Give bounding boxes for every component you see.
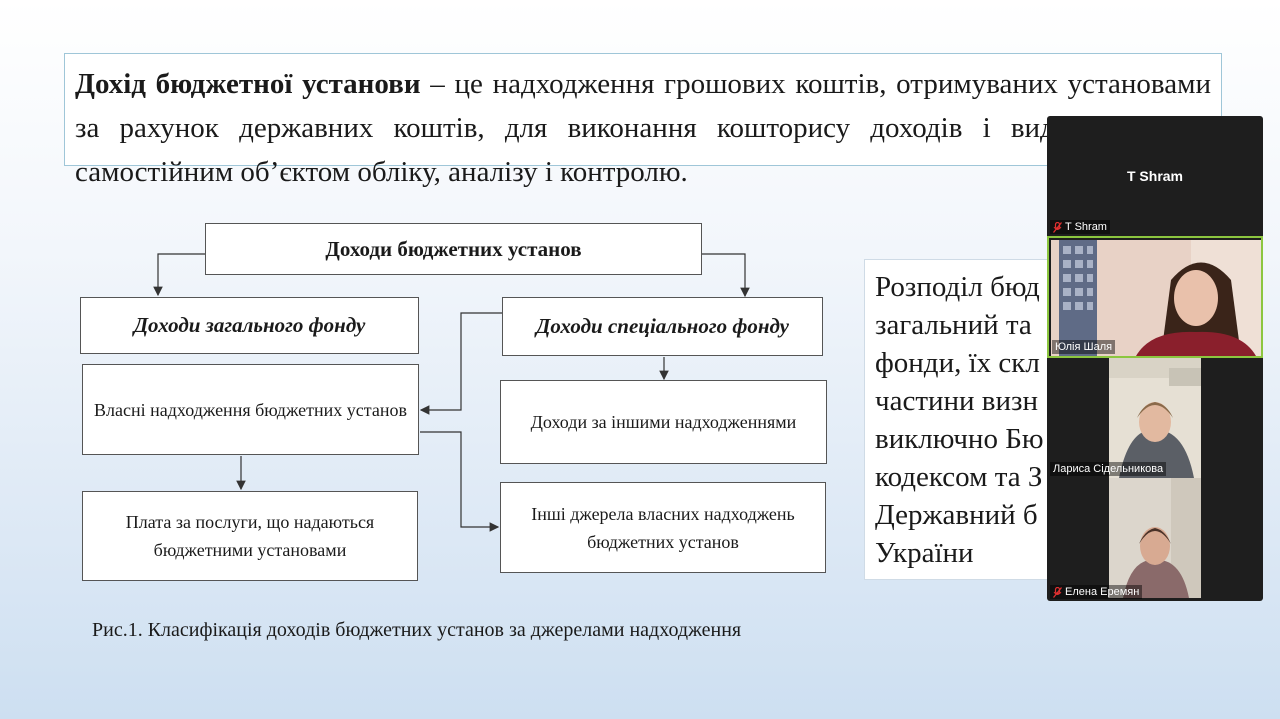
side-text-line: Державний б [875,499,1038,531]
participant-label: Лариса Сідельникова [1050,462,1167,476]
participant-tile[interactable]: Лариса Сідельникова [1047,358,1263,478]
special-fund-box: Доходи спеціального фонду [502,297,823,356]
general-fund-box: Доходи загального фонду [80,297,419,354]
participant-label: Елена Еремян [1050,585,1143,599]
general-fund-label: Доходи загального фонду [133,313,366,337]
side-text-line: виключно Бю [875,423,1044,455]
definition-term: Дохід бюджетної установи [75,68,421,100]
participant-name: T Shram [1065,221,1107,233]
participant-label: Юлія Шаля [1052,340,1116,354]
participant-name: Юлія Шаля [1055,341,1113,353]
service-fees-label: Плата за послуги, що надаються бюджетним… [125,512,375,560]
side-text-line: кодексом та З [875,461,1043,493]
connector-own-sources [420,431,500,532]
participant-tile[interactable]: T Shram T Shram [1047,116,1263,236]
connector-root-special [702,253,750,298]
participant-name: Елена Еремян [1065,586,1140,598]
figure-caption: Рис.1. Класифікація доходів бюджетних ус… [92,619,742,641]
other-sources-label: Інші джерела власних надходжень бюджетни… [531,503,795,552]
connector-special-own [419,312,502,415]
video-gallery[interactable]: T Shram T Shram [1047,116,1263,601]
side-text-line: фонди, їх скл [875,347,1040,379]
participant-tile[interactable]: Елена Еремян [1047,478,1263,601]
other-revenue-box: Доходи за іншими надходженнями [500,380,827,464]
mic-muted-icon [1053,221,1062,233]
participant-video [1109,358,1201,478]
side-text-line: частини визн [875,385,1038,417]
definition-text: – це надходження грошових коштів, отриму… [75,68,1211,188]
participant-video [1051,240,1261,356]
participant-name: Лариса Сідельникова [1053,463,1164,475]
side-text-line: України [875,537,974,569]
participant-tile-active-speaker[interactable]: Юлія Шаля [1047,236,1263,358]
side-text-line: Розподіл бюд [875,271,1040,303]
connector-root-general [153,253,205,297]
participant-display-name: T Shram [1126,168,1183,184]
own-revenue-label: Власні надходження бюджетних установ [94,399,407,420]
mic-muted-icon [1053,586,1062,598]
diagram-root-box: Доходи бюджетних установ [205,223,702,275]
service-fees-box: Плата за послуги, що надаються бюджетним… [82,491,418,581]
diagram-root-label: Доходи бюджетних установ [325,236,582,261]
special-fund-label: Доходи спеціального фонду [536,314,789,338]
definition-box: Дохід бюджетної установи – це надходженн… [64,53,1222,188]
side-text-line: загальний та [875,309,1032,341]
participant-video [1109,478,1201,598]
other-revenue-label: Доходи за іншими надходженнями [530,412,797,432]
other-sources-box: Інші джерела власних надходжень бюджетни… [500,482,826,573]
own-revenue-box: Власні надходження бюджетних установ [82,364,419,455]
participant-label: T Shram [1050,220,1110,234]
